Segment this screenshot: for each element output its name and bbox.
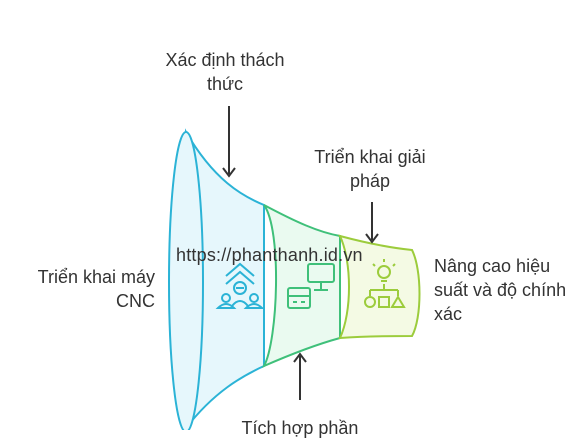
- funnel-diagram: [168, 106, 421, 430]
- arrow-integrate: [293, 352, 307, 400]
- arrow-challenge: [222, 106, 236, 178]
- funnel-segment-2: [261, 204, 341, 369]
- label-deploy: Triển khai máy CNC: [37, 267, 155, 311]
- label-challenge: Xác định thách thức: [165, 50, 285, 94]
- label-solution: Triển khai giải pháp: [314, 147, 426, 191]
- label-improve: Nâng cao hiệu suất và độ chính xác: [434, 256, 567, 324]
- computer-machine-icon: [287, 263, 335, 309]
- label-integrate: Tích hợp phần: [241, 418, 359, 438]
- arrow-solution: [365, 202, 379, 244]
- lightbulb-shapes-icon: [364, 259, 406, 308]
- watermark-url: https://phanthanh.id.vn: [176, 245, 363, 265]
- people-network-icon: [215, 262, 265, 309]
- funnel-segment-3: [338, 234, 421, 340]
- funnel-mouth: [168, 131, 204, 430]
